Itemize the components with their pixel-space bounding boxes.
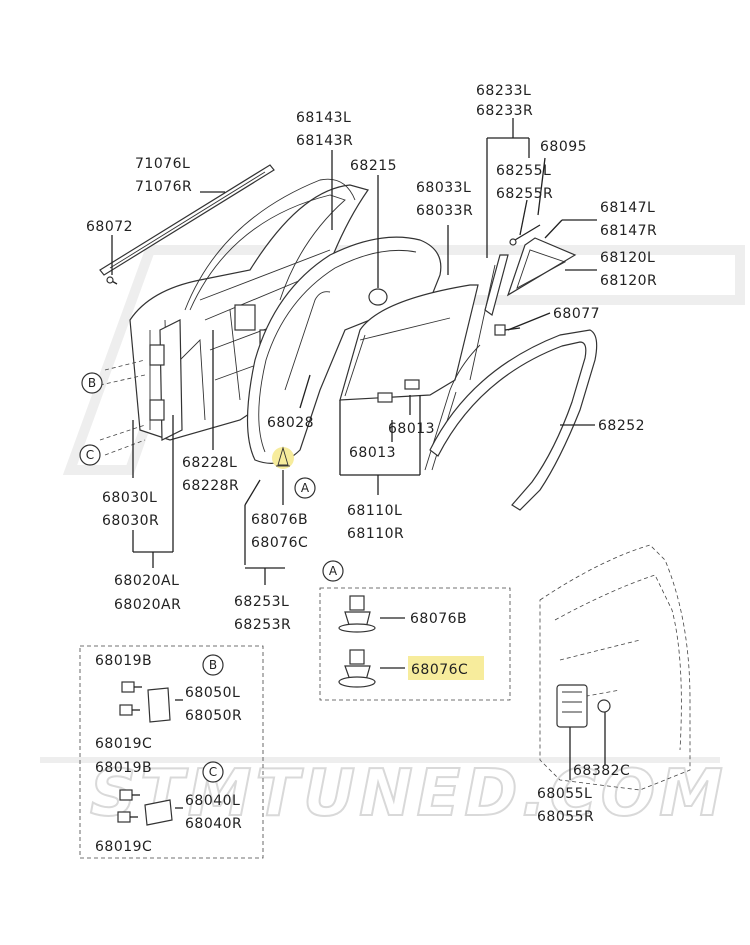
division-bar [484,254,509,316]
label-68095: 68095 [540,139,587,155]
label-68030r: 68030R [102,513,159,529]
label-68013-a: 68013 [388,421,435,437]
callout-C-main: C [79,444,101,466]
body-weatherstrip [429,329,598,511]
label-68255l: 68255L [496,163,551,179]
label-68147l: 68147L [600,200,655,216]
label-68013-b: 68013 [349,445,396,461]
label-68072: 68072 [86,219,133,235]
highlight-68076c [408,656,484,680]
detail-box-BC: B C [79,645,264,859]
label-68077: 68077 [553,306,600,322]
label-68019c-bot: 68019C [95,839,152,855]
clip-68076b-detail [338,595,376,633]
watermark-text: STMTUNED.COM [90,757,727,831]
callout-A-main: A [294,477,316,499]
label-68076b-detail: 68076B [410,611,467,627]
label-71076l: 71076L [135,156,190,172]
grommet-68382 [597,699,611,713]
door-stopper [368,288,388,306]
label-68076c-detail: 68076C [411,662,468,678]
label-68028: 68028 [267,415,314,431]
label-71076r: 71076R [135,179,192,195]
label-68215: 68215 [350,158,397,174]
hinge-bolts-c [117,789,140,823]
label-68033r: 68033R [416,203,473,219]
hinge-bolts-b [119,681,142,716]
door-weatherstrip [246,236,442,464]
svg-text:B: B [88,376,96,390]
screw-68095 [509,224,541,246]
label-68120r: 68120R [600,273,657,289]
label-68110r: 68110R [347,526,404,542]
detail-box-A: A [319,560,511,701]
label-68019b-bot: 68019B [95,760,152,776]
svg-text:B: B [209,658,217,672]
label-68076c-main: 68076C [251,535,308,551]
label-68253r: 68253R [234,617,291,633]
clip-highlight [272,447,294,469]
glass-guide-1 [377,392,393,403]
inner-door-lock-view [539,544,691,791]
label-68228l: 68228L [182,455,237,471]
label-68050r: 68050R [185,708,242,724]
label-68055r: 68055R [537,809,594,825]
svg-text:C: C [209,765,217,779]
label-68228r: 68228R [182,478,239,494]
label-68050l: 68050L [185,685,240,701]
label-68252: 68252 [598,418,645,434]
label-68019c-top: 68019C [95,736,152,752]
svg-text:C: C [86,448,94,462]
label-68255r: 68255R [496,186,553,202]
label-68253l: 68253L [234,594,289,610]
label-68143r: 68143R [296,133,353,149]
label-68020al: 68020AL [114,573,179,589]
label-68233r: 68233R [476,103,533,119]
label-68382c: 68382C [573,763,630,779]
label-68020ar: 68020AR [114,597,181,613]
door-glass [339,284,479,401]
bolt-68072 [106,276,118,285]
belt-molding [99,164,275,276]
svg-text:A: A [301,481,310,495]
label-68233l: 68233L [476,83,531,99]
clip-68076c-detail [338,649,376,688]
bolt-68077 [494,324,521,336]
callout-B-main: B [81,372,103,394]
label-68019b-top: 68019B [95,653,152,669]
hinge-68040 [144,799,173,826]
label-68076b-main: 68076B [251,512,308,528]
label-68030l: 68030L [102,490,157,506]
label-68110l: 68110L [347,503,402,519]
hinge-68050 [147,687,171,723]
clip-68076-main [272,446,294,469]
svg-text:A: A [329,564,338,578]
quarter-window [506,237,577,297]
label-68040l: 68040L [185,793,240,809]
part-labels: 68233L 68233R 68095 68255L 68255R 68143L… [86,83,657,855]
glass-guide-2 [404,379,420,390]
glass-run [284,291,331,391]
label-68143l: 68143L [296,110,351,126]
door-lock-68055 [556,684,588,728]
watermark-logo: STMTUNED.COM [40,245,745,832]
leader-lines [111,118,606,780]
label-68055l: 68055L [537,786,592,802]
label-68120l: 68120L [600,250,655,266]
door-frame-seal [184,178,356,311]
label-68147r: 68147R [600,223,657,239]
label-68040r: 68040R [185,816,242,832]
label-68033l: 68033L [416,180,471,196]
